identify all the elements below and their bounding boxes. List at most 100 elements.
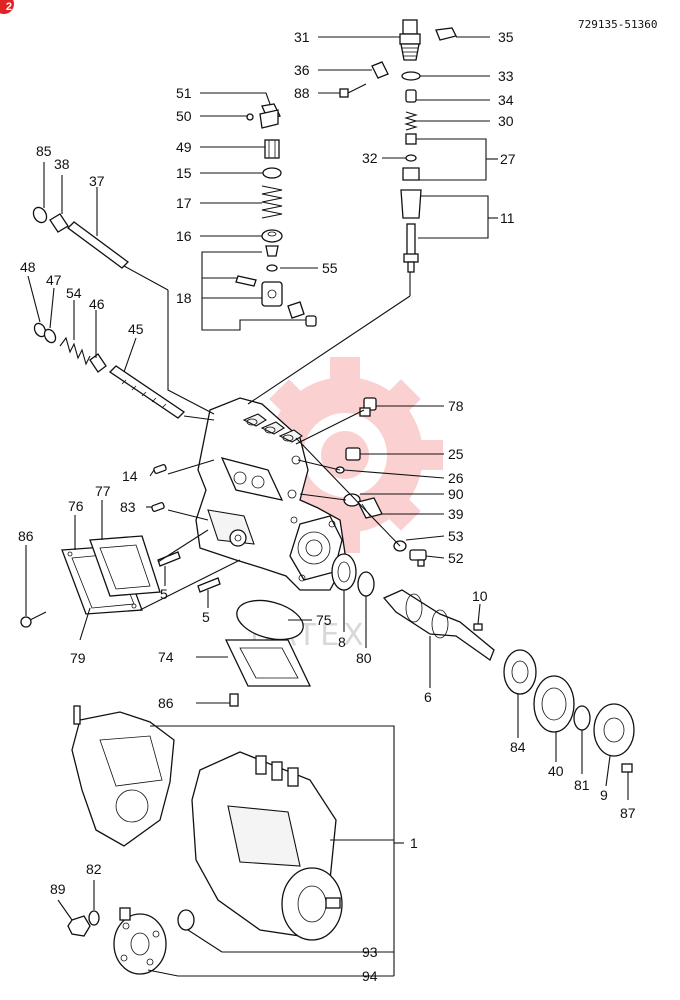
callout-30: 30 (498, 113, 514, 129)
callout-74: 74 (158, 649, 174, 665)
gear-flange (113, 907, 167, 975)
callout-87: 87 (620, 805, 636, 821)
ring-33 (401, 71, 421, 81)
callout-5-left: 5 (160, 586, 168, 602)
nut-89 (67, 915, 91, 937)
callout-51: 51 (176, 85, 192, 101)
spring-17 (261, 185, 283, 219)
spring-30 (404, 111, 418, 131)
callout-75: 75 (316, 612, 332, 628)
clamp-35 (435, 27, 457, 41)
callout-8: 8 (338, 634, 346, 650)
key-10 (473, 623, 483, 631)
callout-54: 54 (66, 285, 82, 301)
callout-36: 36 (294, 62, 310, 78)
callout-84: 84 (510, 739, 526, 755)
stud-5b (197, 577, 221, 593)
callout-79: 79 (70, 650, 86, 666)
gasket-74 (224, 639, 312, 687)
o-ring-48 (33, 322, 47, 338)
bearing-8 (331, 553, 357, 591)
callout-11: 11 (500, 210, 515, 226)
callout-46: 46 (89, 296, 105, 312)
o-ring-85 (32, 206, 48, 224)
callout-25: 25 (448, 446, 464, 462)
callout-16: 16 (176, 228, 192, 244)
stopper-34 (405, 89, 417, 103)
o-ring-47 (43, 328, 57, 344)
callout-80: 80 (356, 650, 372, 666)
callout-76: 76 (68, 498, 84, 514)
callout-94: 94 (362, 968, 378, 984)
stud-5a (157, 551, 181, 567)
seal-81 (573, 705, 591, 731)
callout-40: 40 (548, 763, 564, 779)
lever-51-50 (246, 103, 281, 129)
seat-16 (261, 229, 283, 243)
plate-36 (371, 61, 389, 79)
callout-48: 48 (20, 259, 36, 275)
control-sleeve-18 (235, 245, 317, 327)
callout-38: 38 (54, 156, 70, 172)
bearing-84 (503, 649, 537, 695)
callout-35: 35 (498, 29, 514, 45)
sleeve-49 (264, 139, 280, 159)
callout-50: 50 (176, 108, 192, 124)
delivery-valve-holder-31 (399, 19, 421, 61)
plug-52 (409, 549, 427, 567)
callout-26: 26 (448, 470, 464, 486)
callout-93: 93 (362, 944, 378, 960)
collar-46 (89, 353, 107, 373)
pin-83 (151, 502, 165, 512)
delivery-valve-27 (402, 133, 420, 181)
callout-78: 78 (448, 398, 464, 414)
spring-54 (59, 336, 91, 366)
washer-93 (177, 909, 195, 931)
callout-82: 82 (86, 861, 102, 877)
callout-37: 37 (89, 173, 105, 189)
callout-15: 15 (176, 165, 192, 181)
callout-89: 89 (50, 881, 66, 897)
barrel-11 (400, 189, 422, 273)
callout-31: 31 (294, 29, 310, 45)
gasket-40 (533, 675, 575, 733)
callout-88: 88 (294, 85, 310, 101)
callout-10: 10 (472, 588, 488, 604)
callout-81: 81 (574, 777, 590, 793)
callout-55: 55 (322, 260, 338, 276)
callout-86-bottom: 86 (158, 695, 174, 711)
screw-86-bottom (229, 693, 239, 707)
callout-6: 6 (424, 689, 432, 705)
end-cover-9 (593, 703, 635, 757)
rod-37 (67, 221, 129, 269)
callout-86-left: 86 (18, 528, 34, 544)
plug-38 (49, 213, 69, 233)
callout-77: 77 (95, 483, 111, 499)
ring-80 (357, 571, 375, 597)
callout-labels: 31 35 36 33 88 34 30 32 27 11 51 50 49 1… (18, 29, 636, 984)
screw-86-left (20, 611, 47, 628)
washer-82 (88, 910, 100, 926)
callout-27: 27 (500, 151, 516, 167)
screw-25 (345, 447, 361, 461)
callout-49: 49 (176, 139, 192, 155)
gasket-77 (89, 535, 161, 597)
ring-15 (262, 167, 282, 179)
pin-14 (153, 464, 167, 474)
callout-33: 33 (498, 68, 514, 84)
control-rack-45 (108, 365, 186, 419)
page-badge: 2 (0, 0, 14, 14)
leader-lines (25, 36, 629, 977)
callout-45: 45 (128, 321, 144, 337)
callout-32: 32 (362, 150, 378, 166)
camshaft-6 (382, 589, 495, 662)
callout-53: 53 (448, 528, 464, 544)
callout-52: 52 (448, 550, 464, 566)
o-ring-75 (236, 599, 304, 641)
callout-9: 9 (600, 787, 608, 803)
callout-5-right: 5 (202, 609, 210, 625)
callout-90: 90 (448, 486, 464, 502)
callout-17: 17 (176, 195, 192, 211)
callout-47: 47 (46, 272, 62, 288)
